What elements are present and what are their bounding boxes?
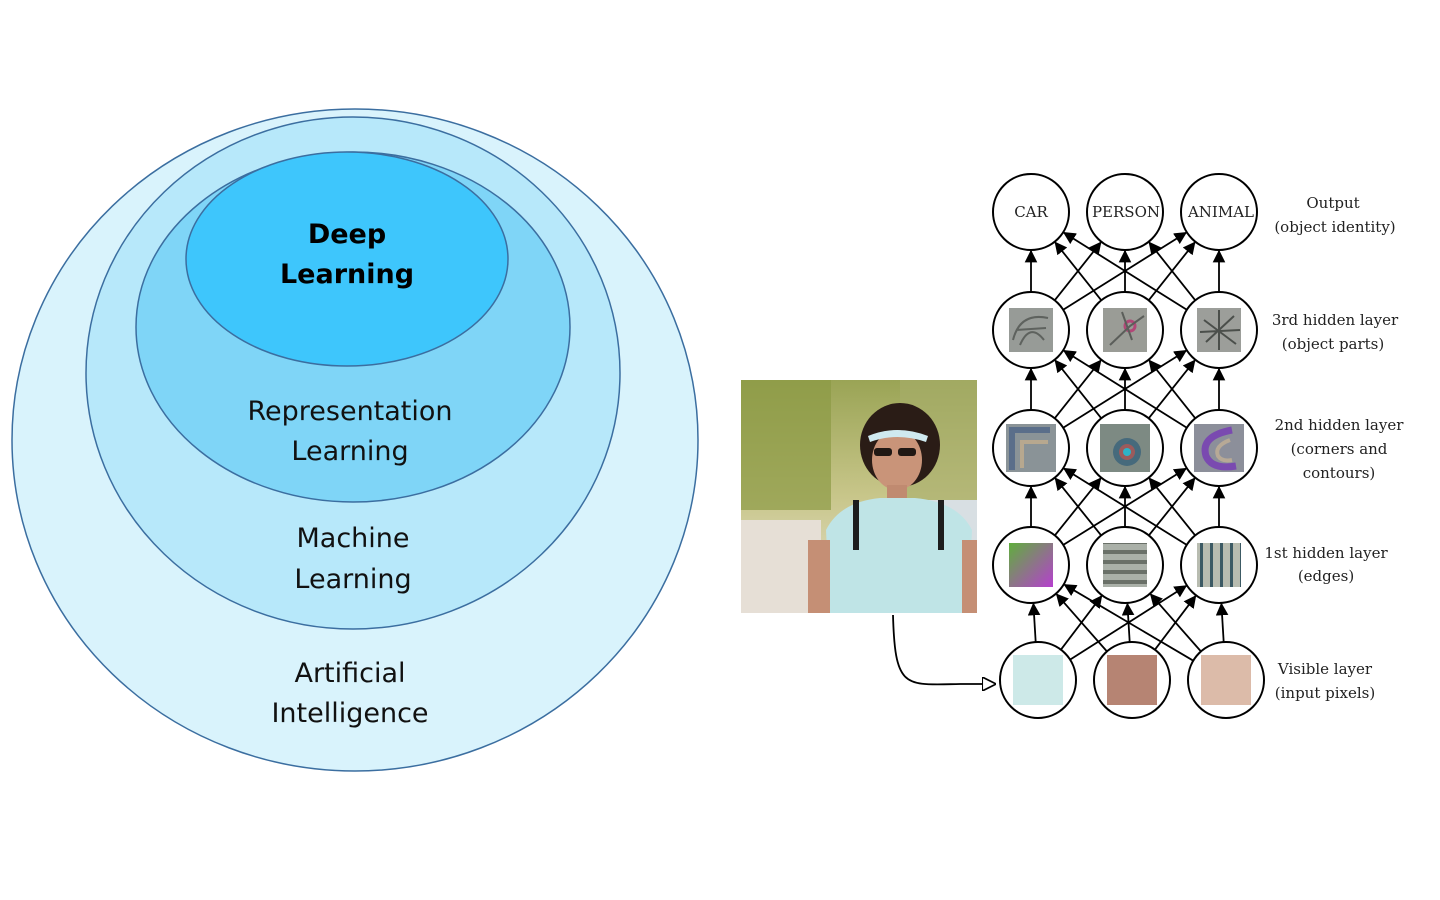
edge-hidden2-3-to-hidden3-1 — [1062, 349, 1188, 429]
ml-label-line2: Learning — [294, 564, 411, 595]
output-node-car — [992, 173, 1070, 251]
edge-hidden1-3-to-hidden2-2 — [1148, 477, 1196, 536]
dl-label-line2: Learning — [280, 259, 414, 290]
hidden2-feature-1 — [1006, 424, 1056, 472]
hidden3-feature-3 — [1197, 308, 1241, 352]
hidden2-feature-2 — [1100, 424, 1150, 472]
hidden3-label-line2: (object parts) — [1282, 335, 1385, 353]
hidden2-label-line2: (corners and — [1291, 440, 1388, 458]
edge-hidden3-3-to-output-2 — [1148, 241, 1197, 301]
edge-visible-2-to-hidden1-1 — [1055, 593, 1108, 652]
hidden3-label-line1: 3rd hidden layer — [1272, 311, 1399, 329]
hidden2-label-line1: 2nd hidden layer — [1275, 416, 1405, 434]
output-node-person — [1086, 173, 1164, 251]
output-label-person: PERSON — [1092, 203, 1160, 221]
hidden1-feature-2 — [1103, 543, 1147, 587]
output-layer-label-line2: (object identity) — [1274, 218, 1395, 236]
visible-label-line1: Visible layer — [1277, 660, 1373, 678]
output-node-animal — [1180, 173, 1258, 251]
edge-visible-3-to-hidden1-2 — [1149, 593, 1202, 652]
edge-hidden3-3-to-output-1 — [1062, 231, 1188, 311]
network-edges — [1024, 231, 1229, 662]
hidden2-feature-3 — [1194, 424, 1244, 472]
photo-to-input-arrow — [892, 614, 995, 684]
rl-label-line2: Learning — [291, 436, 408, 467]
edge-visible-3-to-hidden1-1 — [1063, 584, 1194, 662]
edge-hidden1-2-to-hidden2-1 — [1054, 477, 1102, 536]
output-layer-label-line1: Output — [1306, 194, 1359, 212]
rl-label-line1: Representation — [247, 396, 452, 427]
visible-pixel-3 — [1201, 655, 1251, 705]
ml-label-line1: Machine — [296, 523, 409, 554]
dl-label-line1: Deep — [308, 219, 386, 250]
hidden1-label-line1: 1st hidden layer — [1264, 544, 1388, 562]
edge-visible-1-to-hidden1-1 — [1027, 602, 1041, 643]
hidden3-feature-2 — [1103, 308, 1147, 352]
hidden1-label-line2: (edges) — [1298, 567, 1354, 585]
visible-label-line2: (input pixels) — [1275, 684, 1375, 702]
venn-diagram: Deep Learning Representation Learning Ma… — [11, 108, 699, 772]
edge-hidden1-3-to-hidden2-1 — [1063, 467, 1188, 546]
edge-hidden3-2-to-output-1 — [1054, 241, 1103, 301]
output-label-animal: ANIMAL — [1187, 203, 1254, 221]
hidden1-feature-3 — [1197, 543, 1241, 587]
visible-pixel-1 — [1013, 655, 1063, 705]
visible-pixel-2 — [1107, 655, 1157, 705]
ai-label-line2: Intelligence — [271, 698, 428, 729]
edge-hidden2-3-to-hidden3-2 — [1148, 359, 1197, 419]
output-label-car: CAR — [1014, 203, 1048, 221]
dl-ellipse — [185, 151, 509, 367]
hidden2-label-line3: contours) — [1303, 464, 1376, 482]
input-photo — [741, 380, 977, 613]
hidden3-feature-1 — [1009, 308, 1053, 352]
edge-visible-3-to-hidden1-3 — [1215, 602, 1229, 643]
network-nodes: CAR PERSON ANIMAL — [992, 173, 1265, 719]
layer-labels: Output (object identity) 3rd hidden laye… — [1264, 194, 1404, 702]
hidden1-feature-1 — [1009, 543, 1053, 587]
ai-label-line1: Artificial — [294, 658, 405, 689]
edge-hidden2-2-to-hidden3-1 — [1054, 359, 1103, 419]
